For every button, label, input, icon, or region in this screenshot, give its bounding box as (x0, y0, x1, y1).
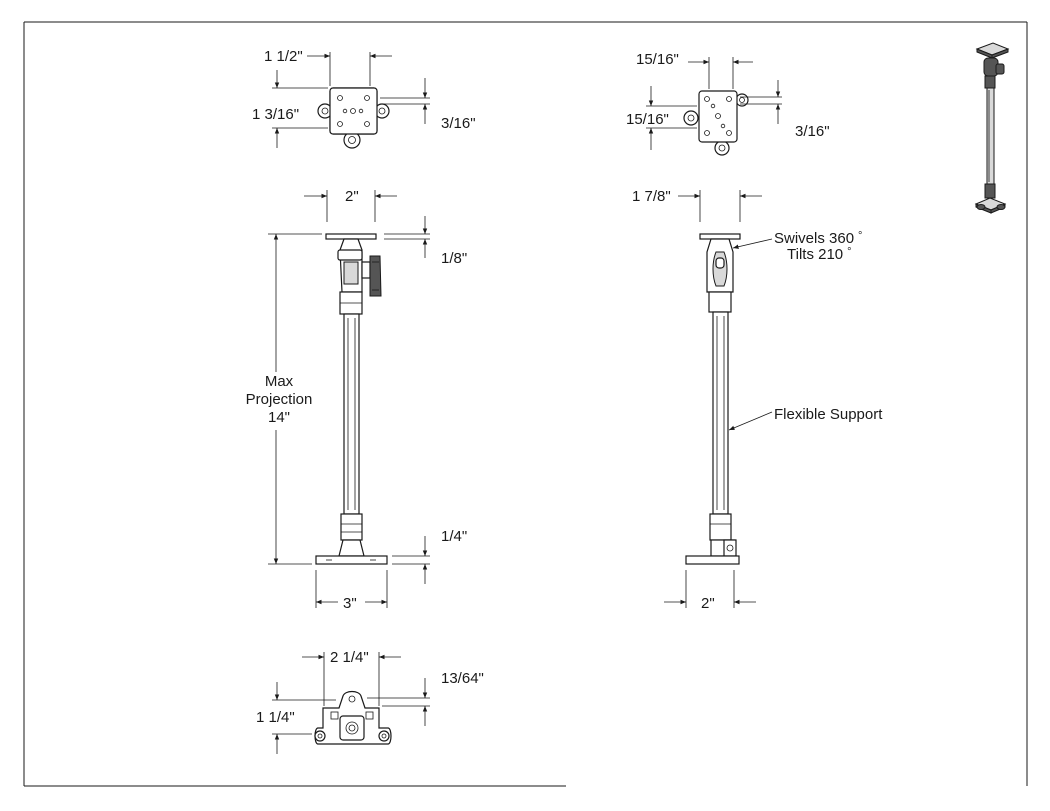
dim-top-left-offset: 3/16" (441, 115, 476, 132)
isometric-thumbnail (974, 42, 1010, 214)
dim-front-plate-width: 2" (345, 188, 359, 205)
note-swivels-text: Swivels 360 (774, 230, 854, 247)
note-flexible-support: Flexible Support (774, 406, 883, 423)
dim-max-projection-line2: Projection (246, 391, 313, 408)
note-tilts-text: Tilts 210 (787, 246, 843, 263)
dim-top-left-height: 1 3/16" (252, 106, 299, 123)
dim-bottom-width: 2 1/4" (330, 649, 369, 666)
dim-front-base-width: 3" (343, 595, 357, 612)
degree-symbol-swivels: ° (858, 230, 862, 242)
front-elevation-dimensions (268, 190, 430, 608)
dim-front-plate-thickness: 1/8" (441, 250, 467, 267)
dim-side-base-width: 2" (701, 595, 715, 612)
note-swivels: Swivels 360 ° (774, 230, 862, 247)
top-right-plan-view (646, 57, 782, 156)
side-elevation-dimensions (664, 190, 773, 608)
dim-max-projection-line3: 14" (268, 409, 290, 426)
dim-top-right-offset: 3/16" (795, 123, 830, 140)
dim-side-plate-width: 1 7/8" (632, 188, 671, 205)
dim-top-left-width: 1 1/2" (264, 48, 303, 65)
dim-bottom-height: 1 1/4" (256, 709, 295, 726)
sheet-border (23, 21, 1028, 787)
note-tilts: Tilts 210 ° (787, 246, 852, 263)
dim-front-base-thickness: 1/4" (441, 528, 467, 545)
dim-top-right-width: 15/16" (636, 51, 679, 68)
degree-symbol-tilts: ° (847, 246, 851, 258)
front-elevation-view (315, 233, 388, 565)
dim-top-right-height: 15/16" (626, 111, 669, 128)
bottom-view (314, 690, 392, 745)
dim-max-projection-line1: Max (265, 373, 294, 390)
side-elevation-view (685, 233, 741, 565)
dim-bottom-offset: 13/64" (441, 670, 484, 687)
top-left-plan-view (272, 52, 430, 149)
bottom-view-dimensions (272, 652, 430, 754)
